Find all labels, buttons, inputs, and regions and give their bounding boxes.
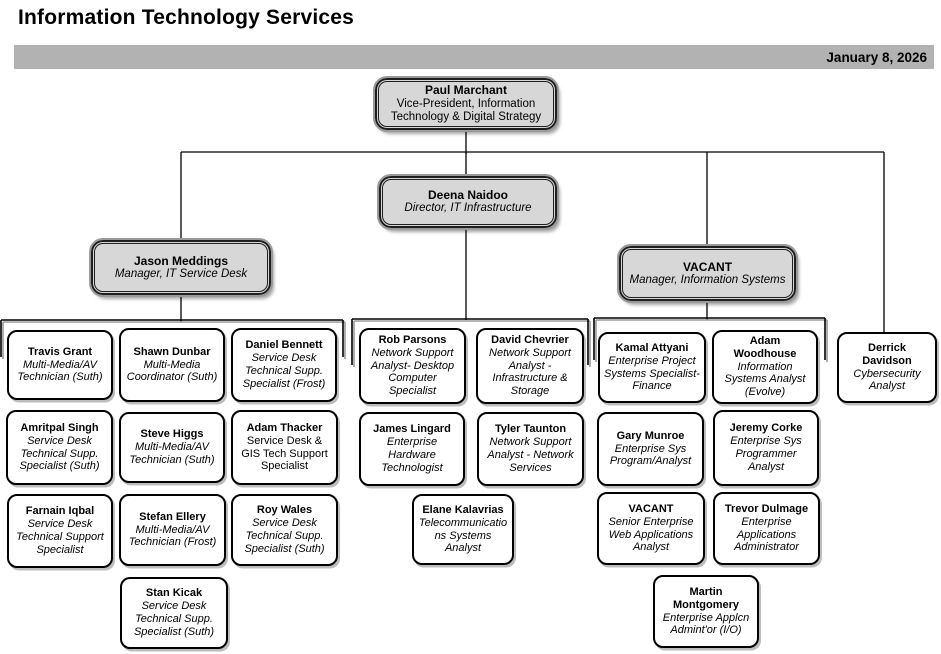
person-title: Service Desk Technical Supp. Specialist … [133, 600, 215, 638]
org-node-amritpal-singh: Amritpal Singh Service Desk Technical Su… [6, 410, 113, 485]
person-name: Trevor Dulmage [724, 502, 809, 515]
org-node-roy-wales: Roy Wales Service Desk Technical Supp. S… [231, 494, 338, 566]
org-node-shawn-dunbar: Shawn Dunbar Multi-Media Coordinator (Su… [119, 328, 225, 402]
person-name: Paul Marchant [424, 83, 508, 98]
person-title: Information Systems Analyst (Evolve) [724, 360, 806, 399]
org-node-elane-kalavrias: Elane Kalavrias Telecommunications Syste… [412, 494, 514, 565]
person-title: Service Desk Technical Supp. Specialist … [19, 434, 100, 473]
person-name: Elane Kalavrias [422, 503, 504, 516]
person-title: Cybersecurity Analyst [853, 367, 921, 393]
org-node-david-chevrier: David Chevrier Network Support Analyst -… [476, 328, 584, 404]
person-name: David Chevrier [491, 333, 569, 346]
person-name: Gary Munroe [616, 429, 685, 442]
person-title: Service Desk & GIS Tech Support Speciali… [241, 434, 328, 473]
org-node-mgr-info-systems: VACANT Manager, Information Systems [617, 244, 798, 303]
org-node-martin-montgomery: Martin Montgomery Enterprise Applcn Admi… [653, 575, 759, 648]
person-name: Adam Thacker [246, 421, 323, 434]
person-name: Travis Grant [27, 345, 93, 358]
org-node-daniel-bennett: Daniel Bennett Service Desk Technical Su… [231, 328, 337, 402]
person-name: Daniel Bennett [245, 339, 323, 352]
person-title: Telecommunications Systems Analyst [418, 516, 508, 555]
person-title: Multi-Media/AV Technician (Frost) [128, 523, 217, 549]
person-title: Multi-Media Coordinator (Suth) [126, 358, 218, 384]
org-node-adam-thacker: Adam Thacker Service Desk & GIS Tech Sup… [231, 410, 338, 485]
person-title: Senior Enterprise Web Applications Analy… [608, 515, 694, 554]
person-name: Derrick Davidson [862, 341, 912, 367]
person-title: Vice-President, Information Technology &… [390, 97, 542, 124]
org-node-gary-munroe: Gary Munroe Enterprise Sys Program/Analy… [597, 412, 704, 486]
page-title: Information Technology Services [18, 6, 355, 29]
org-node-stefan-ellery: Stefan Ellery Multi-Media/AV Technician … [119, 494, 226, 566]
org-node-derrick-davidson: Derrick Davidson Cybersecurity Analyst [837, 332, 937, 403]
person-title: Network Support Analyst - Network Servic… [487, 436, 574, 474]
person-title: Enterprise Applcn Admint'or (I/O) [662, 611, 750, 637]
person-name: Shawn Dunbar [133, 345, 211, 358]
org-node-vp: Paul Marchant Vice-President, Informatio… [373, 76, 559, 132]
org-node-travis-grant: Travis Grant Multi-Media/AV Technician (… [7, 330, 113, 400]
person-name: James Lingard [373, 423, 451, 436]
person-name: Adam Woodhouse [733, 334, 797, 360]
org-node-vacant-web-analyst: VACANT Senior Enterprise Web Application… [597, 492, 705, 565]
person-name: VACANT [628, 502, 674, 515]
org-node-steve-higgs: Steve Higgs Multi-Media/AV Technician (S… [119, 412, 225, 483]
org-node-kamal-attyani: Kamal Attyani Enterprise Project Systems… [598, 332, 706, 403]
person-title: Enterprise Sys Program/Analyst [609, 442, 692, 468]
person-name: Jason Meddings [133, 253, 228, 268]
person-title: Enterprise Sys Programmer Analyst [730, 435, 802, 473]
person-name: Kamal Attyani [615, 341, 689, 354]
org-node-trevor-dulmage: Trevor Dulmage Enterprise Applications A… [713, 492, 820, 565]
person-name: Deena Naidoo [427, 188, 508, 203]
org-node-james-lingard: James Lingard Enterprise Hardware Techno… [359, 412, 465, 486]
person-name: VACANT [682, 259, 733, 274]
person-name: Stefan Ellery [139, 510, 206, 523]
person-title: Manager, Information Systems [629, 273, 786, 286]
person-title: Manager, IT Service Desk [114, 267, 248, 280]
org-node-rob-parsons: Rob Parsons Network Support Analyst- Des… [359, 328, 466, 404]
person-name: Tyler Taunton [494, 423, 567, 436]
person-title: Multi-Media/AV Technician (Suth) [129, 441, 215, 466]
person-name: Amritpal Singh [20, 421, 99, 434]
person-title: Enterprise Applications Administrator [734, 515, 799, 554]
person-name: Stan Kicak [145, 587, 203, 600]
person-title: Service Desk Technical Support Specialis… [16, 518, 104, 556]
org-node-adam-woodhouse: Adam Woodhouse Information Systems Analy… [712, 330, 818, 404]
person-name: Martin Montgomery [673, 585, 739, 611]
org-node-stan-kicak: Stan Kicak Service Desk Technical Supp. … [120, 577, 228, 649]
person-title: Service Desk Technical Supp. Specialist … [244, 517, 325, 555]
date-label: January 8, 2026 [826, 49, 927, 65]
org-node-farnain-iqbal: Farnain Iqbal Service Desk Technical Sup… [7, 494, 113, 568]
person-title: Network Support Analyst- Desktop Compute… [370, 346, 455, 398]
person-title: Director, IT Infrastructure [404, 202, 532, 215]
person-title: Network Support Analyst - Infrastructure… [489, 346, 571, 398]
org-node-director: Deena Naidoo Director, IT Infrastructure [377, 174, 559, 230]
person-name: Farnain Iqbal [25, 505, 95, 518]
person-title: Service Desk Technical Supp. Specialist … [242, 352, 326, 390]
org-node-mgr-service-desk: Jason Meddings Manager, IT Service Desk [89, 238, 273, 297]
org-node-tyler-taunton: Tyler Taunton Network Support Analyst - … [477, 412, 584, 486]
person-name: Jeremy Corke [729, 422, 803, 435]
person-title: Enterprise Hardware Technologist [381, 436, 443, 474]
date-banner: January 8, 2026 [14, 45, 934, 69]
org-node-jeremy-corke: Jeremy Corke Enterprise Sys Programmer A… [713, 410, 819, 486]
person-name: Roy Wales [256, 504, 313, 517]
person-name: Rob Parsons [378, 333, 447, 346]
person-name: Steve Higgs [140, 428, 204, 441]
person-title: Enterprise Project Systems Specialist-Fi… [604, 354, 700, 393]
person-title: Multi-Media/AV Technician (Suth) [17, 358, 103, 384]
